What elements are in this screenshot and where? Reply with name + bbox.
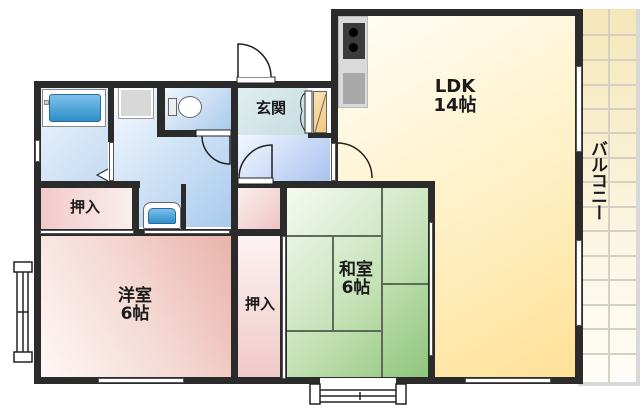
ldk-door-swing (336, 142, 373, 179)
washroom-door-marker (95, 168, 109, 182)
closet-middle-label: 押入 (244, 295, 275, 313)
toilet-icon (168, 96, 204, 118)
wall (331, 9, 583, 16)
japanese-name: 和室 (339, 260, 373, 280)
western-size: 6帖 (120, 303, 150, 324)
room-japanese (287, 188, 428, 377)
wall (231, 181, 435, 188)
sliding-door-japanese-ldk (429, 222, 433, 356)
room-western (40, 236, 232, 377)
shoe-cabinet-door-icon (300, 90, 313, 134)
wall (108, 88, 114, 142)
ldk-name: LDK (434, 76, 476, 97)
wall (181, 184, 186, 229)
wall (238, 229, 287, 236)
sliding-door-washroom (144, 230, 230, 234)
wall (157, 130, 197, 137)
washing-machine-pan (118, 87, 154, 119)
ldk-size: 14帖 (433, 94, 477, 116)
wall (331, 9, 338, 185)
bay-window-south (309, 378, 407, 405)
japanese-size: 6帖 (341, 277, 371, 298)
wall (157, 88, 165, 135)
wall (40, 181, 140, 188)
shoe-cabinet (313, 91, 327, 133)
washbasin-icon (143, 202, 181, 229)
bathroom-window (35, 140, 40, 162)
ldk-label: LDK 14帖 (420, 76, 490, 116)
balcony-label: バルコニー (587, 140, 607, 220)
closet-upper (40, 188, 132, 229)
window-ldk-balcony-upper (576, 66, 582, 152)
balcony-tile-grid (578, 9, 636, 382)
balcony (578, 9, 640, 386)
wall (308, 133, 332, 138)
japanese-label: 和室 6帖 (320, 260, 392, 298)
bay-window-west (13, 261, 34, 363)
kitchen-sink (343, 73, 365, 104)
wall (34, 81, 41, 384)
window-ldk-balcony-lower (576, 240, 582, 326)
bathtub-icon (42, 89, 106, 127)
sliding-door-closet-middle (282, 236, 286, 379)
sliding-door-closet-upper (40, 230, 134, 234)
closet-hall-door-swing (237, 144, 274, 185)
entrance-label: 玄関 (255, 99, 286, 117)
hall-ldk-door-frame (331, 143, 336, 181)
front-door-swing (236, 43, 276, 84)
closet-middle (238, 236, 280, 377)
wall (34, 81, 336, 88)
washroom-bath-door (109, 142, 114, 181)
entrance-hall (236, 135, 330, 181)
wall (132, 181, 139, 229)
wall (575, 9, 583, 384)
western-name: 洋室 (118, 286, 152, 306)
tatami-lines (287, 188, 428, 377)
closet-upper-label: 押入 (69, 198, 100, 216)
window-western-south (98, 378, 184, 383)
entrance (236, 87, 308, 135)
kitchen-stove-icon (343, 23, 365, 59)
closet-hall-small (238, 188, 280, 229)
toilet-door-swing (195, 129, 232, 165)
window-ldk-south (465, 378, 551, 383)
kitchen-counter (338, 16, 368, 108)
wall (34, 377, 583, 384)
western-label: 洋室 6帖 (100, 286, 170, 324)
wall (40, 229, 238, 236)
